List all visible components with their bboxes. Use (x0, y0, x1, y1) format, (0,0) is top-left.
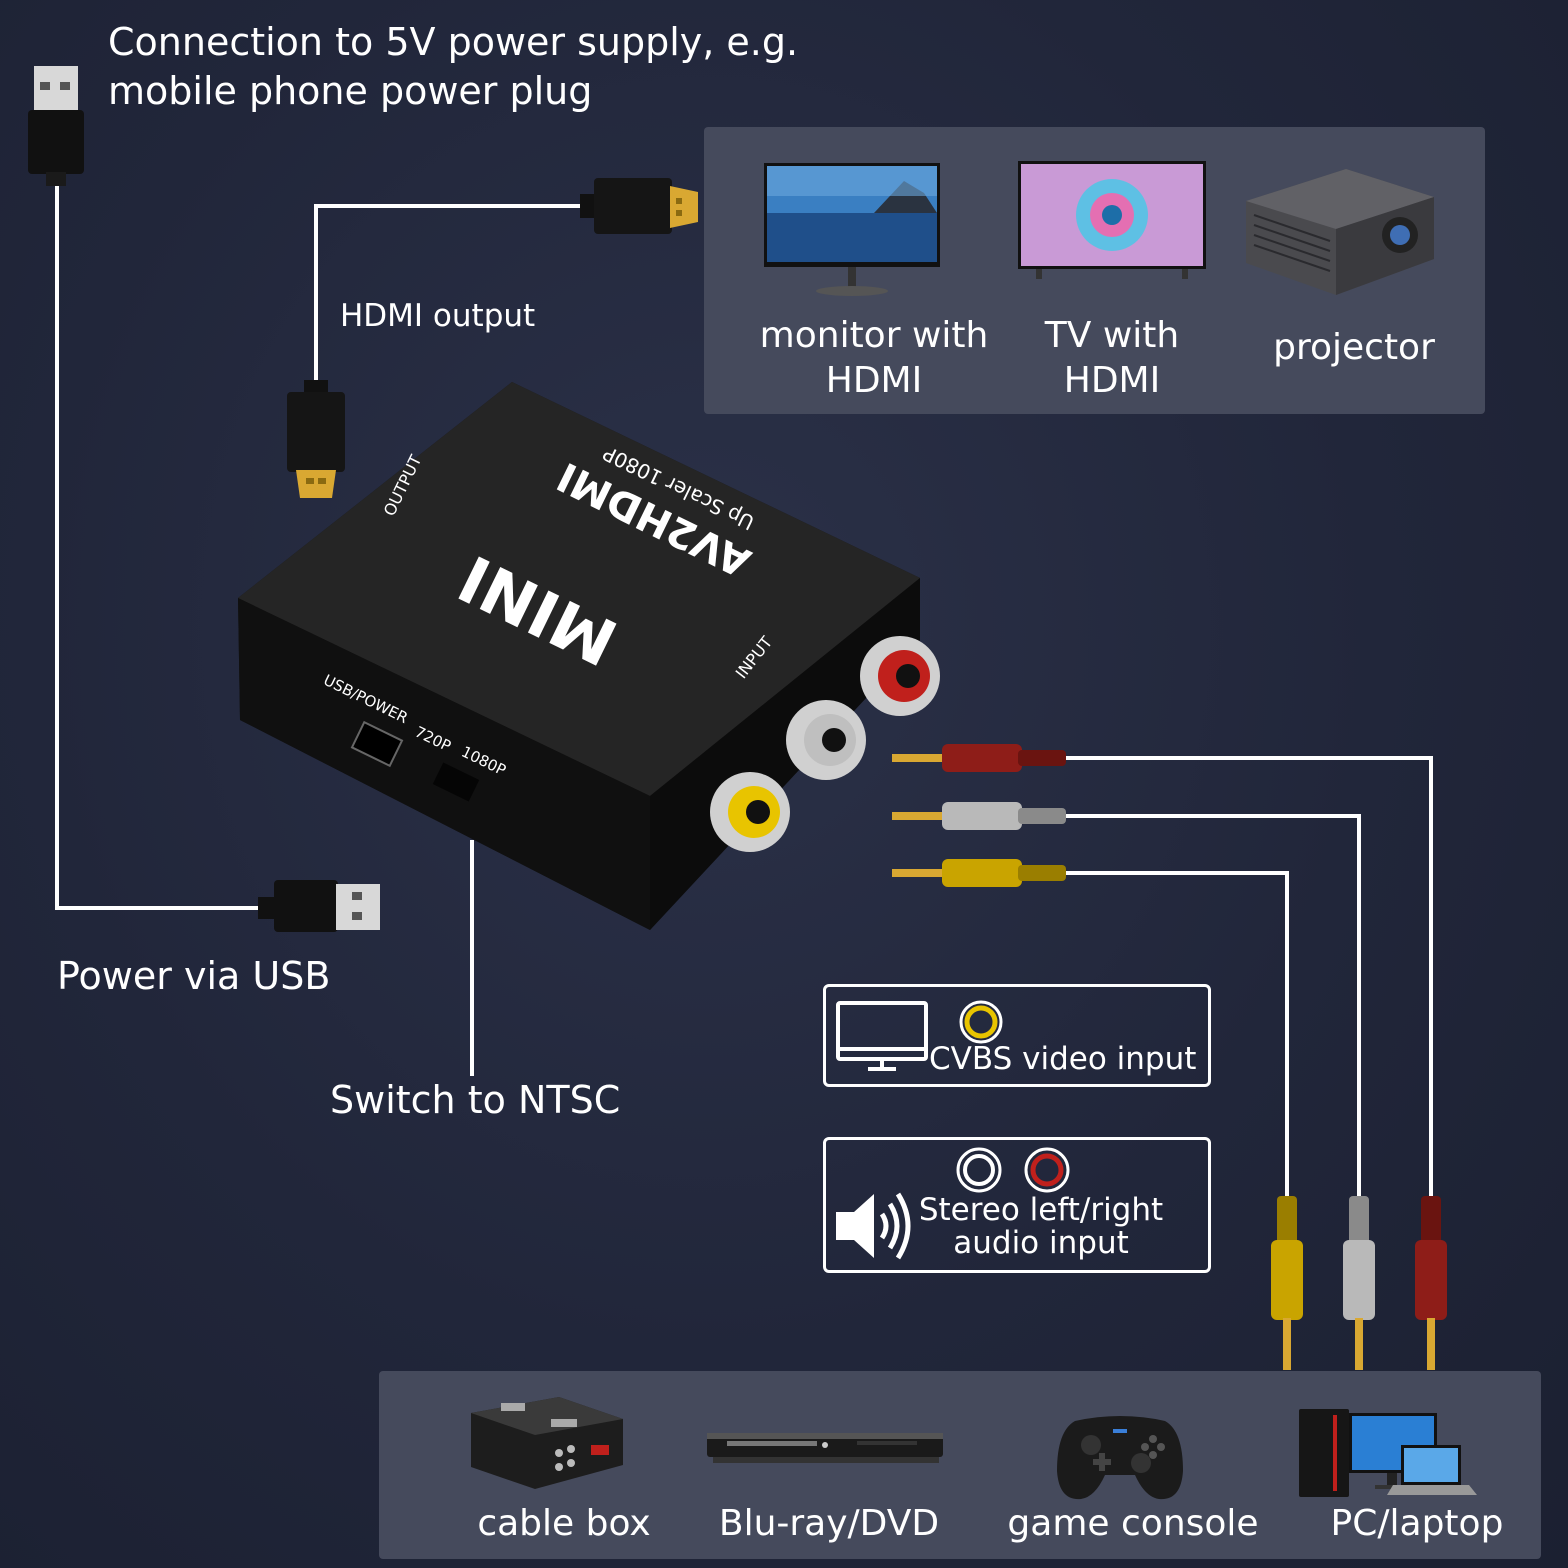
rca-white-cable (1066, 814, 1361, 1198)
output-tv-line2: HDMI (1063, 360, 1161, 401)
stereo-audio-label: Stereo left/right audio input (916, 1194, 1166, 1260)
av2hdmi-converter-icon (238, 382, 940, 930)
output-monitor-line1: monitor with (759, 315, 989, 356)
usb-power-cable (55, 180, 262, 910)
power-supply-caption-line2: mobile phone power plug (108, 69, 593, 113)
power-supply-caption-line1: Connection to 5V power supply, e.g. (108, 20, 799, 64)
usb-plug-bottom-icon (258, 880, 380, 932)
hdmi-plug-down-icon (287, 380, 345, 498)
output-monitor-line2: HDMI (825, 360, 923, 401)
rca-plug-white-icon (892, 802, 1066, 830)
power-via-usb-label: Power via USB (57, 954, 331, 998)
cable-box-icon (467, 1393, 627, 1493)
tv-icon (1018, 161, 1206, 279)
output-projector-line1: projector (1273, 327, 1435, 368)
rca-yellow-cable (1066, 871, 1289, 1198)
monitor-icon (764, 163, 940, 297)
cvbs-video-label: CVBS video input (929, 1041, 1197, 1077)
hdmi-cable (314, 204, 584, 382)
input-cable-box-label: cable box (477, 1503, 651, 1544)
rca-plug-red-vertical-icon (1415, 1196, 1447, 1370)
rca-plug-yellow-icon (892, 859, 1066, 887)
white-rca-icon (956, 1147, 1002, 1193)
input-devices-panel: cable box Blu-ray/DVD game console PC/la… (379, 1371, 1541, 1559)
output-projector-label: projector (1244, 325, 1464, 370)
switch-ntsc-label: Switch to NTSC (330, 1078, 621, 1122)
usb-plug-top-icon (28, 66, 84, 186)
output-tv-label: TV with HDMI (1004, 313, 1220, 403)
stereo-audio-line1: Stereo left/right (918, 1192, 1164, 1228)
output-monitor-label: monitor with HDMI (744, 313, 1004, 403)
rca-red-cable (1066, 756, 1433, 1198)
projector-icon (1240, 163, 1436, 297)
speaker-icon (836, 1192, 911, 1260)
stereo-audio-legend: Stereo left/right audio input (823, 1137, 1211, 1273)
input-game-console-label: game console (1007, 1503, 1259, 1544)
rca-plug-yellow-vertical-icon (1271, 1196, 1303, 1370)
pc-laptop-icon (1297, 1405, 1497, 1501)
yellow-rca-icon (959, 1000, 1003, 1044)
cvbs-video-legend: CVBS video input (823, 984, 1211, 1087)
stereo-audio-line2: audio input (953, 1225, 1129, 1261)
bluray-player-icon (707, 1429, 945, 1469)
rca-plug-red-icon (892, 744, 1066, 772)
output-devices-panel: monitor with HDMI TV with HDMI projector (704, 127, 1485, 414)
red-rca-icon (1024, 1147, 1070, 1193)
input-pc-laptop-label: PC/laptop (1330, 1503, 1504, 1544)
hdmi-plug-right-icon (580, 178, 698, 234)
input-bluray-label: Blu-ray/DVD (718, 1503, 940, 1544)
output-tv-line1: TV with (1044, 315, 1180, 356)
tv-outline-icon (836, 1001, 928, 1071)
hdmi-output-label: HDMI output (340, 298, 536, 334)
rca-plug-white-vertical-icon (1343, 1196, 1375, 1370)
gamepad-icon (1055, 1411, 1185, 1503)
power-supply-caption: Connection to 5V power supply, e.g. mobi… (108, 18, 798, 116)
